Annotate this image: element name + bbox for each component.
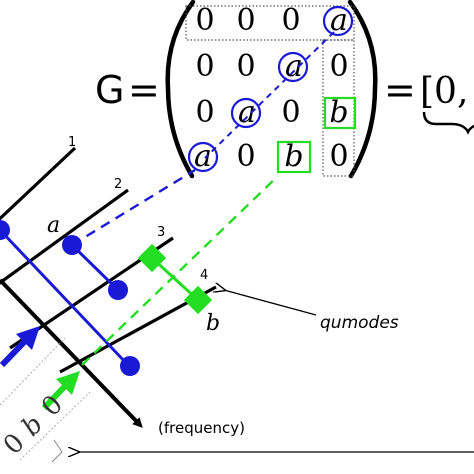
blue-input-arrow: [0, 335, 31, 368]
matrix-cell-r3c4: b: [329, 95, 348, 130]
matrix-cell-r1c1: 0: [195, 3, 214, 38]
matrix-cell-r4c4: 0: [329, 139, 348, 174]
equation-lhs: G: [95, 68, 124, 112]
matrix-cell-r1c4: a: [330, 3, 348, 38]
matrix-b-square-r3c4: [323, 96, 357, 130]
frequency-axis: [0, 278, 143, 428]
blue-node-2: [62, 235, 82, 255]
matrix-cell-r4c1: a: [194, 139, 212, 174]
qumode-number-4: 4: [200, 268, 208, 283]
bottom-vector-entry-2: b: [16, 409, 49, 442]
label-a: a: [47, 213, 60, 238]
top-row-dotted-box: [185, 5, 355, 41]
blue-dashed-projection: [71, 168, 196, 247]
matrix-cell-r3c2: a: [238, 95, 256, 130]
blue-input-arrowhead: [16, 326, 40, 350]
matrix-b-square-r4c3: [276, 140, 312, 174]
bottom-vector: 0 b 0: [0, 390, 69, 461]
matrix-cell-r2c2: 0: [236, 49, 255, 84]
frequency-label: (frequency): [158, 419, 245, 437]
blue-coupling-line-inner: [70, 243, 120, 292]
blue-node-3: [108, 280, 128, 300]
blue-coupling-line-outer: [0, 228, 130, 367]
matrix-cell-r1c2: 0: [236, 3, 255, 38]
qumode-rail-2: [0, 188, 129, 285]
equation-equals-2: =: [384, 68, 416, 112]
bottom-vector-entry-1: 0: [0, 428, 31, 461]
gray-guide-1: [0, 337, 66, 406]
equation-equals-1: =: [128, 68, 160, 112]
qumode-rail-1: [0, 146, 77, 221]
green-input-arrowhead: [56, 371, 80, 395]
blue-node-4: [120, 356, 140, 376]
blue-node-1: [0, 220, 10, 240]
matrix-cell-r2c1: 0: [195, 49, 214, 84]
matrix-cell-r3c3: 0: [281, 95, 300, 130]
rhs-underbrace: [422, 111, 474, 135]
matrix-a-circle-r2c3: [277, 51, 309, 83]
matrix-a-circle-r3c2: [230, 97, 262, 129]
matrix-a-circle-r4c1: [187, 141, 219, 173]
label-b: b: [206, 311, 220, 336]
matrix-cell-r2c4: 0: [329, 49, 348, 84]
qumode-number-2: 2: [114, 177, 122, 192]
matrix-cell-r2c3: a: [285, 49, 303, 84]
matrix-cell-r1c3: 0: [281, 3, 300, 38]
matrix-right-paren: [347, 0, 378, 179]
qumode-number-3: 3: [157, 225, 165, 240]
green-input-arrow: [41, 380, 71, 411]
equation-rhs-vector: [0, 0: [420, 71, 474, 112]
matrix-left-paren: [165, 0, 196, 179]
qumode-number-1: 1: [68, 135, 76, 150]
matrix-equation: G = 0 0 0 a 0 0 a 0 0 a 0 b a 0 b 0: [95, 0, 474, 179]
matrix-cell-r3c1: 0: [195, 95, 214, 130]
matrix-cell-r4c2: 0: [236, 139, 255, 174]
matrix-a-circle-r1c4: [322, 5, 354, 37]
bottom-vector-bracket: [51, 439, 63, 463]
matrix-antidiagonal-dashed-line: [204, 31, 335, 159]
matrix-cell-r4c3: b: [284, 139, 303, 174]
qumodes-label: qumodes: [320, 313, 399, 333]
qumode-diagram: 1 2 3 4 a b qumodes (frequency): [0, 135, 474, 463]
green-coupling-line: [150, 256, 200, 302]
qumodes-pointer-arrow: [224, 290, 317, 316]
gray-guide-2: [19, 391, 91, 461]
matrix-entries: 0 0 0 a 0 0 a 0 0 a 0 b a 0 b 0: [194, 3, 349, 174]
green-dashed-projection: [81, 175, 279, 366]
